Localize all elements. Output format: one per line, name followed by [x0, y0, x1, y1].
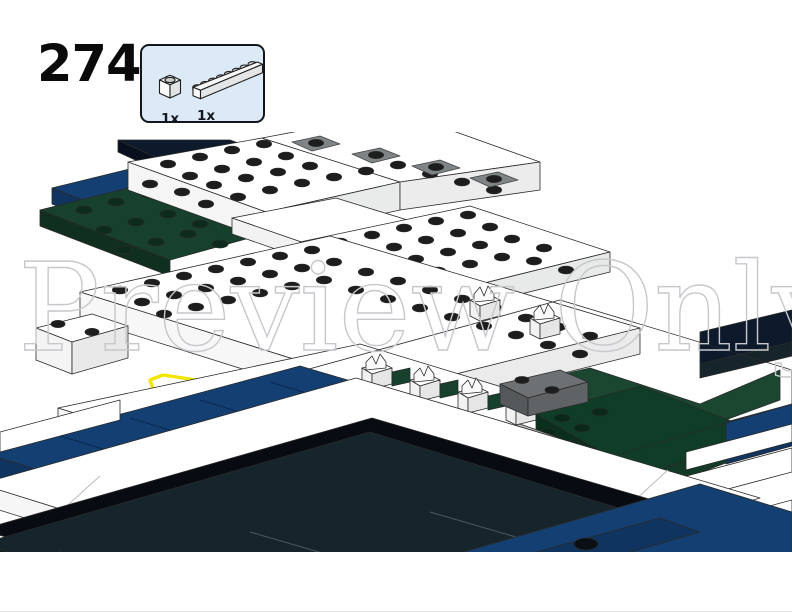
part-entry-brick-1x1: 1x: [149, 72, 191, 127]
parts-callout-box: 1x: [140, 44, 265, 126]
lego-brick-1x8-icon: [192, 61, 264, 100]
part-entry-brick-1x8: 1x: [187, 58, 265, 124]
lego-brick-1x1-icon: [158, 74, 182, 99]
model-illustration: [0, 132, 792, 552]
part-quantity-label: 1x: [197, 108, 216, 124]
part-quantity-label: 1x: [160, 111, 180, 127]
step-number: 274: [37, 35, 141, 94]
